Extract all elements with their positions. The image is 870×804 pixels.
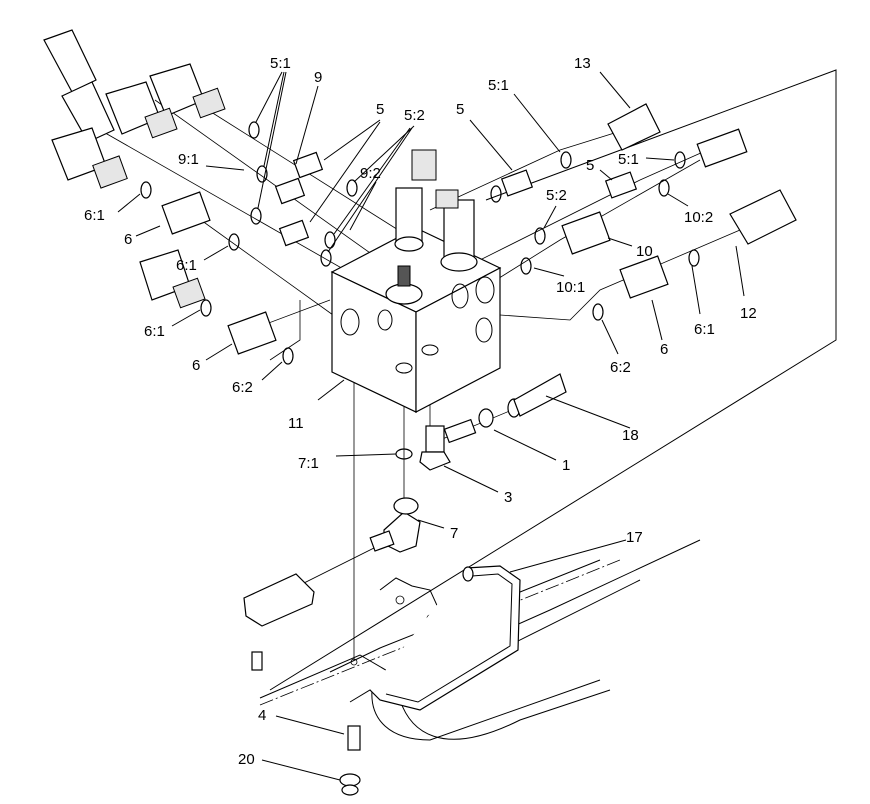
tube-17 (369, 565, 521, 711)
leader-lines (117, 71, 745, 781)
callout-11: 11 (288, 415, 304, 432)
callout-18: 18 (622, 427, 639, 444)
callout-5-1-b: 5:1 (488, 77, 509, 94)
callout-6-1-a: 6:1 (84, 207, 105, 224)
callout-9-1: 9:1 (178, 151, 199, 168)
callout-5-2-a: 5:2 (404, 107, 425, 124)
callout-9-a: 9 (314, 69, 322, 86)
callout-7: 7 (450, 525, 458, 542)
callout-6-1-c: 6:1 (144, 323, 165, 340)
callout-7-1: 7:1 (298, 455, 319, 472)
callout-5-b: 5 (456, 101, 464, 118)
cartridge-valves (385, 149, 478, 305)
callout-9-2: 9:2 (360, 165, 381, 182)
callout-6-b: 6 (192, 357, 200, 374)
callout-5-a: 5 (376, 101, 384, 118)
callout-17: 17 (626, 529, 643, 546)
callout-12: 12 (740, 305, 757, 322)
callout-labels: 5:1 9 5 5:2 9:1 9:2 6:1 6 6:1 6:1 6 6:2 … (84, 55, 757, 768)
callout-1: 1 (562, 457, 570, 474)
callout-6-a: 6 (124, 231, 132, 248)
callout-6-c: 6 (660, 341, 668, 358)
callout-5-1-c: 5:1 (618, 151, 639, 168)
o-rings (140, 121, 700, 460)
callout-10-1: 10:1 (556, 279, 585, 296)
callout-10-2: 10:2 (684, 209, 713, 226)
callout-6-1-b: 6:1 (176, 257, 197, 274)
lower-fittings (251, 373, 567, 796)
callout-6-1-d: 6:1 (694, 321, 715, 338)
callout-6-2-a: 6:2 (232, 379, 253, 396)
callout-20: 20 (238, 751, 255, 768)
callout-4: 4 (258, 707, 266, 724)
callout-13: 13 (574, 55, 591, 72)
callout-3: 3 (504, 489, 512, 506)
callout-10: 10 (636, 243, 653, 260)
callout-5-c: 5 (586, 157, 594, 174)
hose-fittings-left (43, 29, 324, 627)
callout-5-1-a: 5:1 (270, 55, 291, 72)
callout-6-2-b: 6:2 (610, 359, 631, 376)
callout-5-2-b: 5:2 (546, 187, 567, 204)
hose-fittings-right (500, 103, 797, 299)
manifold-block-11 (330, 227, 502, 413)
